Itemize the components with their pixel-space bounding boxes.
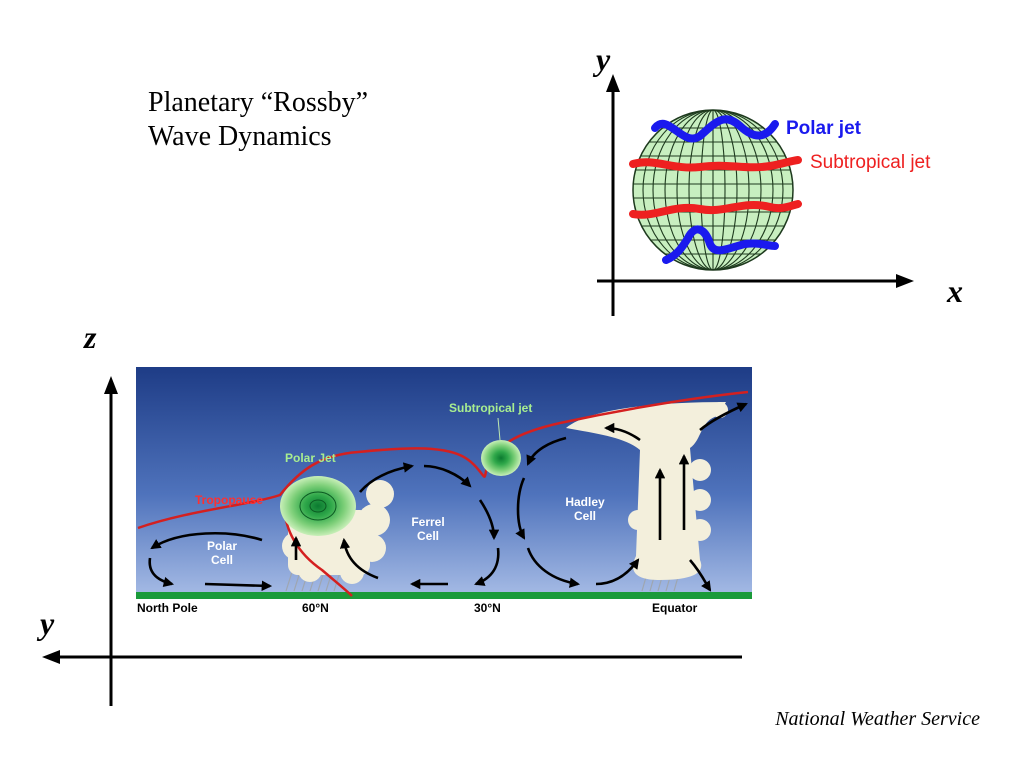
hadley-cell-arrow-bottom-left xyxy=(526,547,581,588)
subtropical-jet-north xyxy=(629,156,802,172)
polar-jet-label: Polar jet xyxy=(786,118,862,139)
title-line-2: Wave Dynamics xyxy=(148,121,332,152)
subtropical-jet-label-circ: Subtropical jet xyxy=(449,401,532,415)
subtropical-jet-core xyxy=(481,440,521,476)
circ-z-arrowhead xyxy=(104,376,118,394)
polar-cell-arrow-left xyxy=(148,557,175,588)
polar-cell-arrow-bottom xyxy=(204,580,273,591)
circulation-arrows xyxy=(148,402,748,592)
tropopause-line xyxy=(137,390,749,530)
polar-jet-north xyxy=(651,115,779,143)
equator-outflow-right xyxy=(699,402,748,431)
globe-diagram: y x Polar jet Subtrop xyxy=(592,41,963,316)
polar-jet-label-circ: Polar Jet xyxy=(285,451,336,465)
circ-axis-z-label: z xyxy=(83,319,97,355)
ferrel-cell-arrow-right-down xyxy=(478,499,500,541)
cloud-equator xyxy=(566,402,728,580)
subtropical-jet-pointer xyxy=(497,417,501,441)
ground-label-north-pole: North Pole xyxy=(137,601,198,615)
circ-axis-y-label: y xyxy=(36,605,55,641)
polar-jet-core xyxy=(280,476,356,536)
ferrel-cell-arrow-up-left xyxy=(339,537,379,580)
source-credit: National Weather Service xyxy=(775,708,980,730)
polar-jet-contour-inner xyxy=(309,499,327,513)
circ-y-arrowhead xyxy=(42,650,60,664)
ferrel-cell-line-1: Ferrel xyxy=(411,515,444,529)
subtropical-jet-south xyxy=(629,200,802,219)
rain-streaks xyxy=(285,569,681,592)
polar-cell-line-2: Cell xyxy=(211,553,233,567)
ground-label-30n: 30°N xyxy=(474,601,501,615)
polar-jet-contour xyxy=(299,491,337,521)
ferrel-cell-arrow-top-left xyxy=(359,462,415,493)
hadley-cell-arrow-bottom-right xyxy=(595,558,640,586)
ground-label-60n: 60°N xyxy=(302,601,329,615)
title-line-1: Planetary “Rossby” xyxy=(148,87,369,118)
hadley-cell-line-1: Hadley xyxy=(565,495,605,509)
polar-jet-south xyxy=(662,225,779,264)
ferrel-cell-arrow-top-right xyxy=(423,464,472,488)
globe-y-arrowhead xyxy=(606,74,620,92)
slide-title: Planetary “Rossby” Wave Dynamics xyxy=(148,86,368,154)
polar-cell-arrow-top xyxy=(150,532,263,550)
globe-axis-y-label: y xyxy=(592,41,611,77)
hadley-cell-line-2: Cell xyxy=(574,509,596,523)
globe-x-arrowhead xyxy=(896,274,914,288)
circulation-diagram: z y xyxy=(36,319,752,706)
hadley-cell-arrow-top xyxy=(526,436,567,466)
ferrel-cell-line-2: Cell xyxy=(417,529,439,543)
equator-outflow-left xyxy=(603,422,641,442)
globe-axis-x-label: x xyxy=(946,273,963,309)
ground-label-equator: Equator xyxy=(652,601,698,615)
polar-cell-line-1: Polar xyxy=(207,539,237,553)
subtropical-jet-label: Subtropical jet xyxy=(810,152,931,173)
ferrel-cell-arrow-bottom-right xyxy=(474,547,500,586)
tropopause-label: Tropopause xyxy=(195,493,263,507)
ground-strip xyxy=(136,592,752,599)
equator-downdraft xyxy=(689,559,712,592)
hadley-cell-arrow-left xyxy=(515,477,526,540)
